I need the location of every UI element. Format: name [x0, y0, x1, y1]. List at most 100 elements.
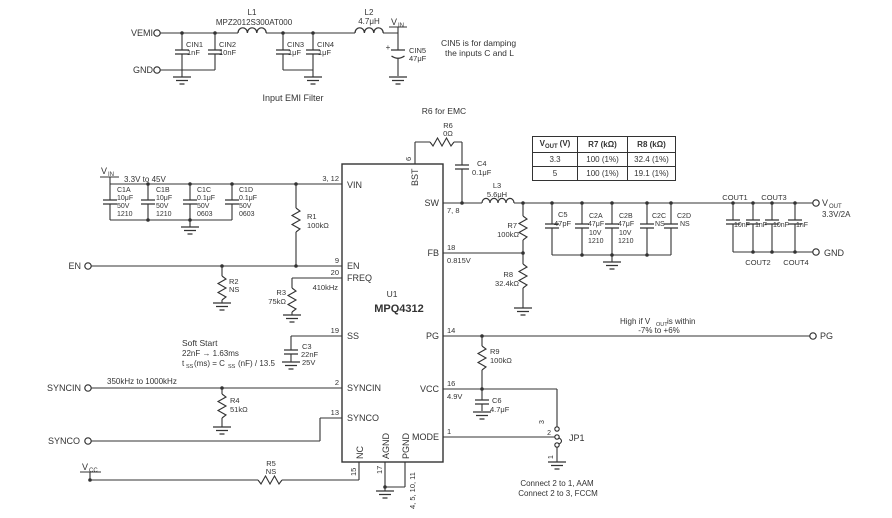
- label-sync-range: 350kHz to 1000kHz: [107, 377, 177, 386]
- label-jp1: JP1: [569, 433, 585, 443]
- port-label-gnd: GND: [133, 65, 154, 75]
- table-cell-r8: 19.1 (1%): [627, 166, 676, 181]
- label-c6-ref: C6: [492, 396, 502, 405]
- pin-name-en: EN: [347, 261, 360, 271]
- note-r6-emc: R6 for EMC: [422, 106, 466, 116]
- label-c5-val: 47pF: [554, 219, 572, 228]
- pin-num-freq: 20: [331, 268, 339, 277]
- ground-symbol: [180, 226, 200, 235]
- jp1-pin1: [554, 442, 560, 448]
- port-label-syncin: SYNCIN: [47, 383, 81, 393]
- ground-symbol: [513, 307, 533, 316]
- port-gnd-out: [812, 248, 820, 256]
- label-r1-val: 100kΩ: [307, 221, 329, 230]
- label-c1d-ref: C1D: [239, 187, 253, 194]
- inductor-l2: [354, 27, 384, 34]
- label-c2d-val: NS: [680, 221, 690, 228]
- note-softstart-title: Soft Start: [182, 338, 218, 348]
- label-c3-ref: C3: [302, 342, 312, 351]
- pin-num-fb: 18: [447, 243, 455, 252]
- pin-name-mode: MODE: [412, 432, 439, 442]
- pin-name-ss: SS: [347, 331, 359, 341]
- pin-num-en: 9: [335, 256, 339, 265]
- capacitor-c6: [474, 399, 490, 405]
- label-vout-rating: 3.3V/2A: [822, 210, 851, 219]
- pin-num-ss: 19: [331, 326, 339, 335]
- label-cin1-val: 1nF: [187, 48, 200, 57]
- label-r5-val: NS: [266, 467, 276, 476]
- pin-name-nc: NC: [355, 446, 365, 459]
- capacitor-c4: [454, 164, 470, 170]
- table-header-r7: R7 (kΩ): [577, 136, 628, 153]
- label-c1d-val: 0.1μF: [239, 195, 257, 202]
- label-r6-ref: R6: [443, 121, 453, 130]
- pin-name-agnd: AGND: [381, 432, 391, 459]
- label-cout4-val: 1nF: [796, 222, 808, 229]
- wires-pg-vcc-mode: [443, 335, 810, 462]
- pin-num-synco: 13: [331, 408, 339, 417]
- label-cin2-ref: CIN2: [219, 40, 236, 49]
- pin-num-pg: 14: [447, 326, 455, 335]
- port-label-pg: PG: [820, 331, 833, 341]
- net-label-vin-left: V: [101, 166, 107, 176]
- note-softstart-f1: t: [182, 359, 185, 368]
- label-c2d-ref: C2D: [677, 213, 691, 220]
- note-pg-2: is within: [667, 317, 695, 326]
- label-r7-val: 100kΩ: [497, 230, 519, 239]
- label-jp1-pin3: 3: [539, 420, 546, 424]
- label-cin4-ref: CIN4: [317, 40, 334, 49]
- label-cout1: COUT1: [722, 193, 747, 202]
- label-r6-val: 0Ω: [443, 129, 453, 138]
- net-label-vin-left-sub: IN: [108, 172, 114, 178]
- port-vemi: [153, 29, 161, 37]
- pin-name-vin: VIN: [347, 180, 362, 190]
- label-cin2-val: 10nF: [219, 48, 237, 57]
- resistor-r9: [477, 345, 487, 371]
- note-pg-sub: OUT: [656, 322, 668, 328]
- note-cin5-line1: CIN5 is for damping: [441, 38, 516, 48]
- note-softstart-f1s: SS: [186, 364, 194, 370]
- table-cell-r7: 100 (1%): [577, 152, 628, 167]
- table-cell-vout: 5: [532, 166, 578, 181]
- label-c2a-size: 1210: [588, 238, 604, 245]
- note-softstart-f3: (nF) / 13.5: [238, 359, 275, 368]
- label-cout1-val: 10nF: [734, 222, 750, 229]
- resistor-r8: [518, 263, 528, 289]
- wires-bottom: [80, 462, 406, 491]
- pin-num-syncin: 2: [335, 378, 339, 387]
- note-mode-fccm: Connect 2 to 3, FCCM: [518, 489, 598, 498]
- capacitor-c1d: [224, 199, 240, 205]
- note-softstart-value: 22nF → 1.63ms: [182, 349, 239, 358]
- label-r2-ref: R2: [229, 277, 239, 286]
- label-c1c-volt: 50V: [197, 203, 210, 210]
- label-cin1-ref: CIN1: [186, 40, 203, 49]
- label-c1b-val: 10μF: [156, 195, 172, 202]
- label-r4-val: 51kΩ: [230, 405, 248, 414]
- port-label-vout-sub: OUT: [829, 204, 842, 210]
- inductor-l1: [237, 27, 267, 34]
- port-pg: [809, 332, 817, 340]
- component-symbols: [84, 27, 820, 499]
- port-label-en: EN: [68, 261, 81, 271]
- capacitor-c2a: [574, 223, 590, 229]
- table-row: 5 100 (1%) 19.1 (1%): [532, 166, 676, 181]
- label-c1a-ref: C1A: [117, 187, 131, 194]
- pin-name-freq: FREQ: [347, 273, 372, 283]
- pin-name-fb: FB: [427, 248, 439, 258]
- label-c2b-val: 47μF: [618, 221, 634, 228]
- table-cell-r7: 100 (1%): [577, 166, 628, 181]
- note-softstart-f2: (ms) = C: [194, 359, 225, 368]
- label-c2b-ref: C2B: [619, 213, 633, 220]
- pin-num-nc: 15: [349, 468, 358, 476]
- resistor-r7: [518, 215, 528, 241]
- net-label-vcc-sub: CC: [89, 468, 98, 474]
- label-l2-ref: L2: [365, 8, 374, 17]
- resistor-r6: [429, 137, 455, 147]
- capacitor-c1b: [140, 199, 156, 205]
- ic-part-number: MPQ4312: [374, 303, 424, 315]
- label-cin4-val: 1μF: [318, 48, 331, 57]
- resistor-r3: [287, 287, 297, 313]
- label-c2b-size: 1210: [618, 238, 634, 245]
- label-cin5-val: 47μF: [409, 54, 427, 63]
